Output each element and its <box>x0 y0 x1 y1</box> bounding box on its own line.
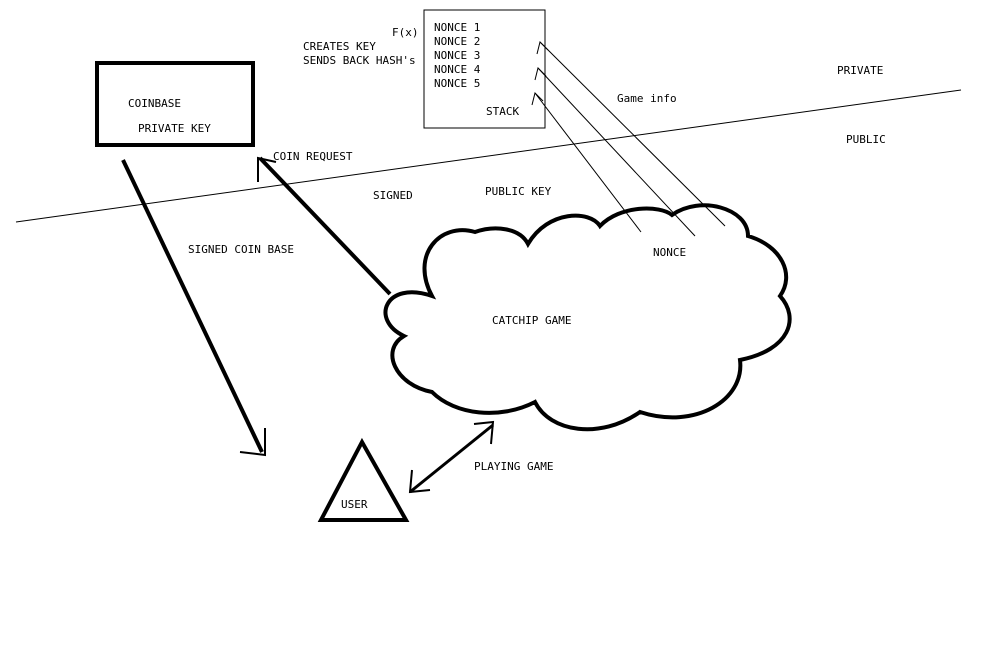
fx-label: F(x) <box>392 26 419 39</box>
private-zone-label: PRIVATE <box>837 64 884 77</box>
game-info-arrow-2 <box>537 67 696 237</box>
user-triangle <box>317 437 410 522</box>
sends-back-hash-label: SENDS BACK HASH's <box>303 54 416 67</box>
signed-coin-base-label: SIGNED COIN BASE <box>188 243 294 256</box>
game-info-arrowhead-1 <box>536 41 549 55</box>
game-info-arrow-3 <box>534 92 642 233</box>
private-key-label: PRIVATE KEY <box>138 122 211 135</box>
coinbase-label: COINBASE <box>128 97 181 110</box>
coin-request-arrow <box>258 156 392 296</box>
nonce-label: NONCE <box>653 246 687 259</box>
game-info-label: Game info <box>617 92 677 105</box>
public-key-label: PUBLIC KEY <box>485 185 552 198</box>
catchip-game-label: CATCHIP GAME <box>492 314 572 327</box>
stack-label: STACK <box>486 105 520 118</box>
coin-request-label: COIN REQUEST <box>273 150 353 163</box>
coinbase-box <box>95 61 255 147</box>
playing-game-label: PLAYING GAME <box>474 460 554 473</box>
playing-game-arrowhead-user <box>408 469 431 494</box>
coin-request-arrowhead <box>257 156 277 182</box>
public-private-divider <box>15 89 962 223</box>
user-label: USER <box>341 498 368 511</box>
nonce-2-label: NONCE 2 <box>434 35 481 48</box>
signed-coin-base-arrowhead <box>239 428 266 457</box>
playing-game-arrow <box>409 423 494 494</box>
catchip-game-cloud <box>383 203 792 432</box>
nonce-1-label: NONCE 1 <box>434 21 481 34</box>
game-info-arrowhead-2 <box>534 67 547 81</box>
game-info-arrow-1 <box>539 41 726 227</box>
signed-coin-base-arrow <box>121 159 264 453</box>
nonce-5-label: NONCE 5 <box>434 77 481 90</box>
nonce-stack-box <box>423 9 546 129</box>
public-zone-label: PUBLIC <box>846 133 886 146</box>
game-info-arrowhead-3 <box>531 92 544 106</box>
signed-label: SIGNED <box>373 189 413 202</box>
nonce-3-label: NONCE 3 <box>434 49 481 62</box>
playing-game-arrowhead-cloud <box>473 420 495 445</box>
creates-key-label: CREATES KEY <box>303 40 376 53</box>
nonce-4-label: NONCE 4 <box>434 63 481 76</box>
